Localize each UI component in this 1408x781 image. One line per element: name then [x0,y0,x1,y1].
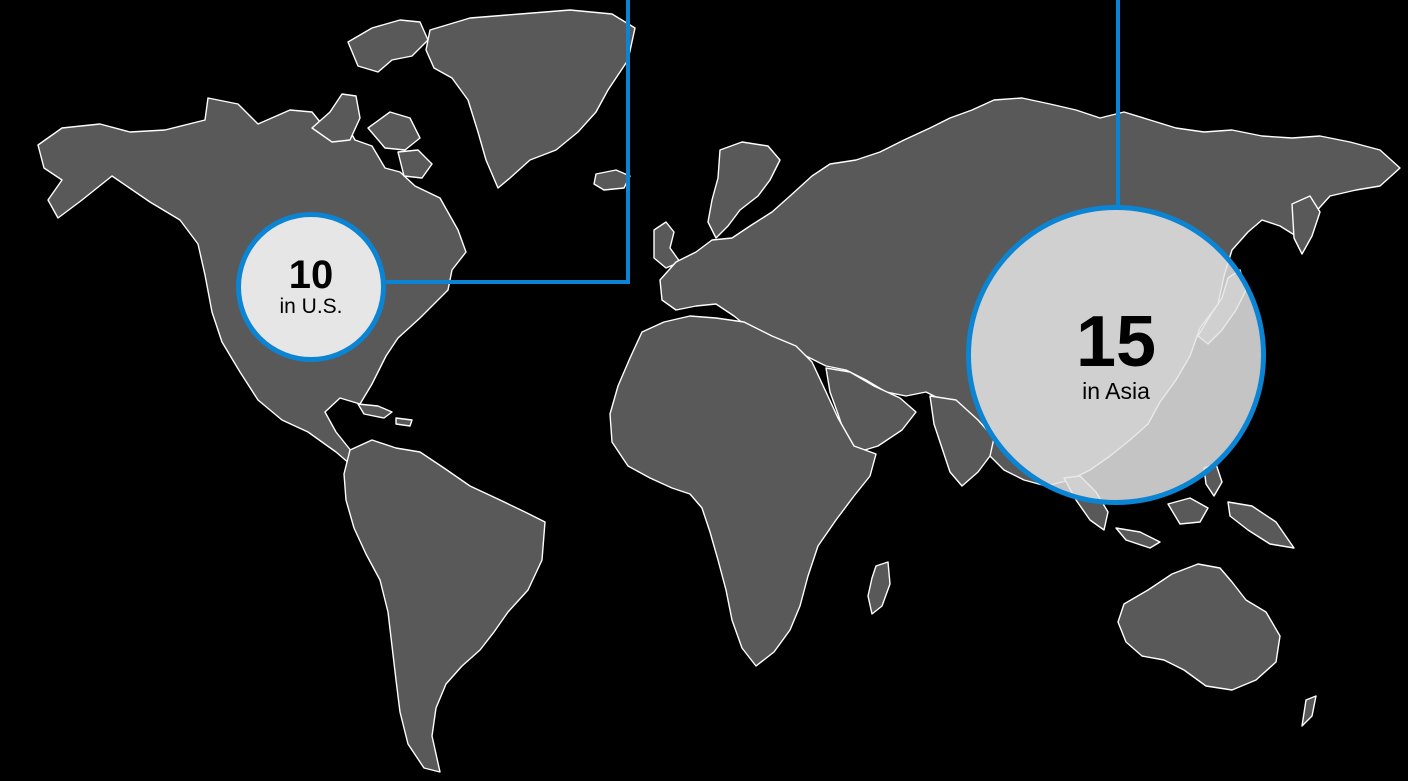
canadian-arctic-islands [311,93,433,179]
arabian-peninsula [825,367,917,453]
baffin-island [347,19,429,73]
callout-us: 10 in U.S. [236,212,386,362]
iceland [593,169,631,191]
south-america [343,439,546,773]
madagascar [867,561,891,615]
sumatra [1115,527,1161,549]
callout-asia: 15 in Asia [966,205,1266,505]
callout-us-value: 10 [288,252,334,297]
borneo [1167,497,1209,525]
hispaniola [395,417,413,427]
new-zealand [1301,695,1317,727]
greenland [425,9,636,189]
new-guinea [1227,501,1295,549]
africa [609,315,877,667]
callout-us-label: in U.S. [279,294,343,318]
callout-asia-value: 15 [1075,301,1157,382]
australia [1117,563,1281,691]
british-isles [653,221,681,269]
kamchatka [1291,195,1321,255]
connector-line-us [386,0,630,284]
scandinavia [707,141,781,239]
callout-asia-label: in Asia [1082,377,1150,404]
india [929,395,995,487]
connector-lines [386,0,1120,284]
cuba [357,403,393,419]
